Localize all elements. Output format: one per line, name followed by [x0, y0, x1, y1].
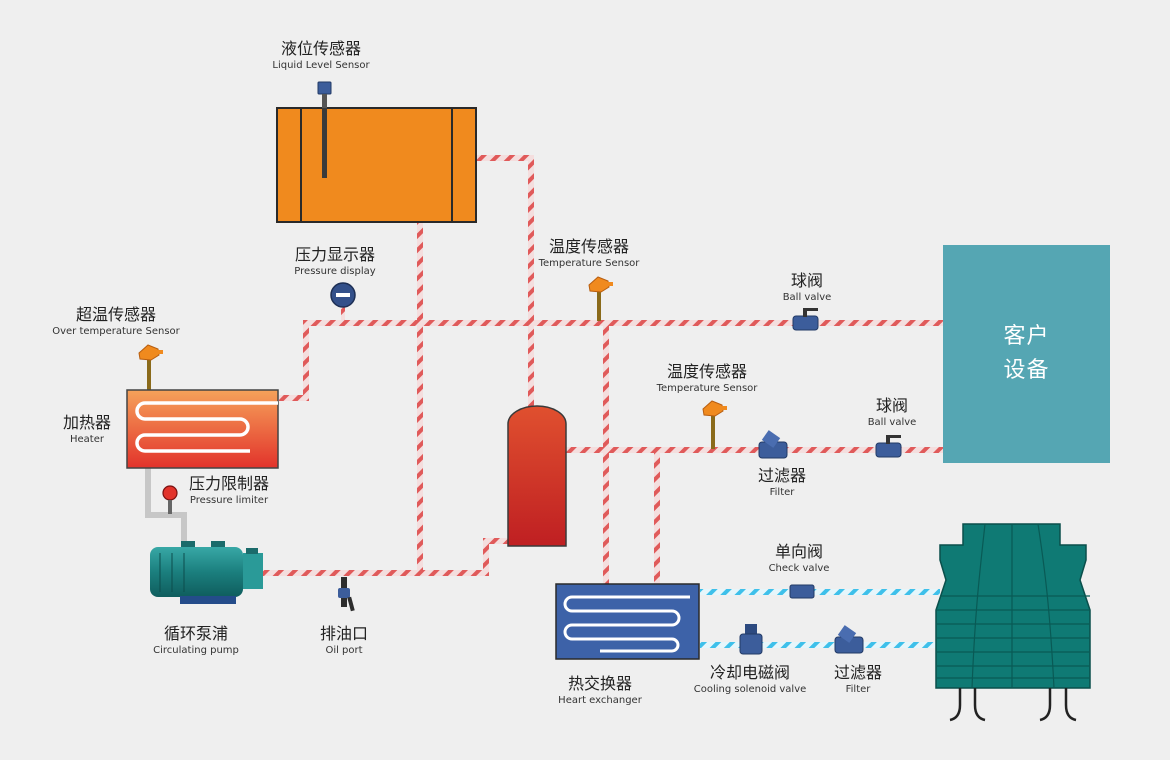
pipe-tank-bottom-down — [417, 222, 423, 574]
ball-valve-icon — [875, 435, 902, 458]
pipe-tank-right — [476, 155, 534, 161]
label-filter-bottom: 过滤器 Filter — [833, 663, 883, 696]
pipe-vessel-down — [483, 538, 489, 576]
label-en: Heater — [70, 434, 104, 446]
label-cooling-solenoid-valve: 冷却电磁阀 Cooling solenoid valve — [693, 663, 807, 696]
check-valve-icon — [789, 584, 815, 599]
pipe-gauge-stem — [341, 306, 345, 323]
label-en: Pressure limiter — [189, 495, 269, 507]
label-ball-valve-top: 球阀 Ball valve — [782, 271, 832, 304]
expansion-vessel — [507, 405, 567, 547]
hot-oil-pipes — [262, 155, 948, 584]
pipe-heater-riser — [303, 320, 309, 401]
temperature-sensor-icon — [702, 400, 727, 449]
label-ball-valve-mid: 球阀 Ball valve — [867, 396, 917, 429]
client-equipment-line2: 设备 — [1003, 358, 1050, 383]
label-pressure-display: 压力显示器 Pressure display — [294, 245, 376, 278]
label-en: Over temperature Sensor — [52, 326, 180, 338]
label-heat-exchanger: 热交换器 Heart exchanger — [558, 674, 642, 707]
filter-icon — [834, 625, 864, 654]
pipe-pump-suction — [262, 570, 489, 576]
label-temperature-sensor-top: 温度传感器 Temperature Sensor — [538, 237, 640, 270]
pressure-gauge-icon — [330, 282, 356, 308]
label-en: Temperature Sensor — [656, 383, 758, 395]
label-cn: 压力显示器 — [294, 245, 376, 264]
label-liquid-level-sensor: 液位传感器 Liquid Level Sensor — [272, 39, 370, 72]
label-cn: 压力限制器 — [188, 474, 270, 493]
label-cn: 温度传感器 — [548, 237, 629, 256]
filter-icon — [758, 430, 788, 459]
solenoid-valve-icon — [739, 624, 763, 655]
ball-valve-icon — [792, 308, 819, 331]
oil-port-valve-icon — [338, 577, 355, 612]
pipe-tank-down-to-vessel — [528, 155, 534, 410]
label-en: Temperature Sensor — [538, 258, 640, 270]
label-cn: 球阀 — [790, 271, 823, 290]
pump-icon — [150, 541, 263, 604]
label-en: Oil port — [325, 645, 363, 657]
pipe-vessel-outlet — [483, 538, 510, 544]
label-cn: 冷却电磁阀 — [709, 663, 790, 682]
label-over-temp-sensor: 超温传感器 Over temperature Sensor — [52, 305, 180, 338]
client-equipment-line1: 客户 — [1003, 323, 1050, 349]
temperature-sensor-icon — [588, 276, 613, 321]
heater — [126, 389, 279, 469]
pressure-limiter-icon — [162, 485, 178, 514]
label-temperature-sensor-mid: 温度传感器 Temperature Sensor — [656, 362, 758, 395]
level-sensor-icon — [317, 81, 332, 178]
label-cn: 热交换器 — [567, 674, 632, 693]
label-en: Circulating pump — [153, 645, 239, 657]
label-en: Filter — [769, 487, 795, 499]
label-cn: 球阀 — [875, 396, 908, 415]
pipe-return-down-hx — [654, 447, 660, 584]
label-cn: 温度传感器 — [666, 362, 747, 381]
label-cn: 单向阀 — [774, 542, 823, 561]
cooling-tower-icon — [935, 523, 1091, 722]
label-heater: 加热器 Heater — [62, 413, 112, 446]
label-cn: 排油口 — [319, 624, 369, 643]
pipe-return-main — [566, 447, 944, 453]
client-equipment-box: 客户 设备 — [943, 245, 1110, 463]
label-cn: 超温传感器 — [75, 305, 157, 324]
label-en: Ball valve — [867, 417, 917, 429]
label-en: Filter — [845, 684, 871, 696]
pipe-cold-lower — [700, 642, 940, 648]
grey-pipes — [145, 468, 187, 546]
label-circulating-pump: 循环泵浦 Circulating pump — [153, 624, 239, 657]
label-cn: 加热器 — [62, 413, 112, 432]
label-en: Check valve — [768, 563, 830, 575]
label-en: Liquid Level Sensor — [272, 60, 370, 72]
cooling-water-pipes — [700, 589, 940, 648]
heat-exchanger — [555, 583, 700, 660]
pipe-supply-main — [303, 320, 948, 326]
label-check-valve: 单向阀 Check valve — [768, 542, 830, 575]
label-en: Pressure display — [294, 266, 376, 278]
label-oil-port: 排油口 Oil port — [319, 624, 369, 657]
label-pressure-limiter: 压力限制器 Pressure limiter — [188, 474, 270, 507]
label-filter-mid: 过滤器 Filter — [757, 466, 807, 499]
label-en: Ball valve — [782, 292, 832, 304]
label-cn: 过滤器 — [757, 466, 807, 485]
label-cn: 循环泵浦 — [163, 624, 229, 643]
oil-tank — [276, 107, 477, 223]
label-cn: 液位传感器 — [280, 39, 362, 58]
pipe-cold-upper — [700, 589, 940, 595]
label-cn: 过滤器 — [833, 663, 883, 682]
label-en: Heart exchanger — [558, 695, 642, 707]
label-en: Cooling solenoid valve — [693, 684, 807, 696]
pipe-heater-outlet — [279, 395, 309, 401]
temperature-sensor-icon — [138, 344, 163, 390]
